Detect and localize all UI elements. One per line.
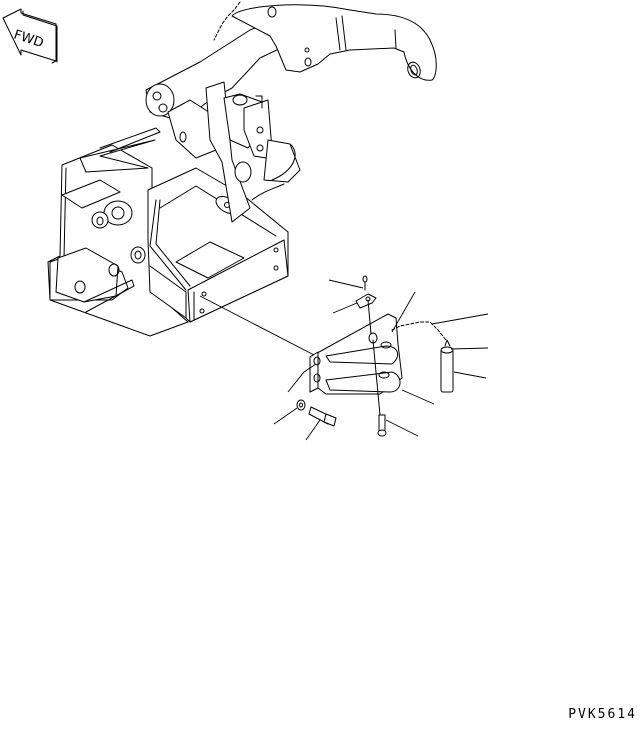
lower-bolt (377, 414, 387, 437)
bolt (308, 406, 337, 427)
callout-leaders (273, 279, 489, 441)
washer (296, 399, 306, 411)
locking-pin (391, 321, 454, 393)
frame-assembly (47, 1, 437, 337)
hitch-bracket (309, 313, 403, 395)
forward-arrow-icon: FWD (2, 8, 58, 64)
clip-pin (355, 275, 381, 416)
drawing-reference-code: PVK5614 (568, 707, 637, 722)
assembly-leader (199, 295, 317, 357)
